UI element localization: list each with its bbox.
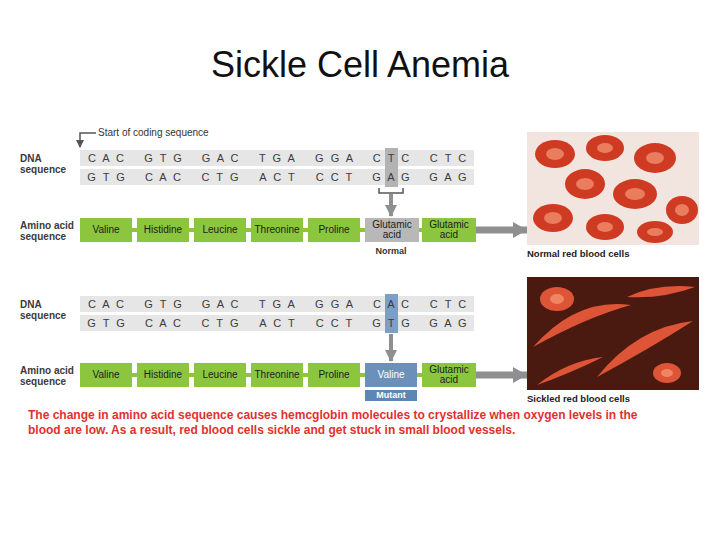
amino-acid-name: Glutamic acid <box>424 220 474 240</box>
state-label: Normal <box>365 246 417 257</box>
row-label: DNA sequence <box>20 153 72 175</box>
amino-acid-name: Histidine <box>144 370 182 380</box>
amino-acid-box: Histidine <box>137 363 189 387</box>
codon: A C T <box>253 169 301 185</box>
codon: G A G <box>424 315 472 331</box>
amino-acid-name: Glutamic acid <box>424 365 474 385</box>
codon: G A C <box>196 296 244 312</box>
codon: T G A <box>253 150 301 166</box>
sickled-cells-photo <box>527 277 699 390</box>
amino-acid-box: Threonine <box>251 363 303 387</box>
dna-strand-band <box>80 296 474 312</box>
codon: C A C <box>82 150 130 166</box>
codon: C A C <box>139 169 187 185</box>
photo-frame: Sickled red blood cells <box>527 277 699 407</box>
row-label: Amino acid sequence <box>20 220 80 242</box>
codon: C A C <box>367 296 415 312</box>
photo-frame: Normal red blood cells <box>527 132 699 262</box>
amino-acid-box: Threonine <box>251 218 303 242</box>
page-title: Sickle Cell Anemia <box>0 44 720 86</box>
codon: G G A <box>310 150 358 166</box>
down-arrow <box>389 194 393 216</box>
amino-acid-box: Glutamic acid <box>422 363 476 387</box>
codon-bracket <box>379 188 403 193</box>
amino-acid-box: Proline <box>308 363 360 387</box>
amino-acid-name: Proline <box>318 225 349 235</box>
amino-acid-name: Threonine <box>254 370 299 380</box>
codon: C A C <box>82 296 130 312</box>
state-label: Mutant <box>365 390 417 401</box>
photo-caption: Sickled red blood cells <box>527 277 699 404</box>
dna-strand-band <box>80 150 474 166</box>
amino-acid-box: Glutamic acid <box>422 218 476 242</box>
amino-acid-name: Glutamic acid <box>367 220 417 240</box>
codon: C A C <box>139 315 187 331</box>
codon: G T G <box>367 315 415 331</box>
amino-acid-box: Glutamic acid <box>365 218 419 242</box>
codon: T G A <box>253 296 301 312</box>
amino-acid-name: Valine <box>377 370 404 380</box>
amino-acid-name: Proline <box>318 370 349 380</box>
photo-caption: Normal red blood cells <box>527 132 699 259</box>
amino-acid-box: Valine <box>80 218 132 242</box>
amino-acid-box: Leucine <box>194 218 246 242</box>
amino-acid-box: Leucine <box>194 363 246 387</box>
amino-acid-box: Proline <box>308 218 360 242</box>
down-arrow <box>389 334 393 361</box>
codon: G T G <box>139 150 187 166</box>
codon: C T C <box>367 150 415 166</box>
amino-acid-name: Leucine <box>202 225 237 235</box>
codon: G T G <box>82 169 130 185</box>
row-label: DNA sequence <box>20 299 72 321</box>
red-caption: The change in amino acid sequence causes… <box>28 408 668 438</box>
result-arrow <box>476 372 527 379</box>
codon: G A C <box>196 150 244 166</box>
codon: G T G <box>82 315 130 331</box>
codon: G T G <box>139 296 187 312</box>
note-label: Start of coding sequence <box>98 127 258 139</box>
amino-acid-name: Valine <box>92 225 119 235</box>
amino-acid-name: Valine <box>92 370 119 380</box>
codon: G A G <box>424 169 472 185</box>
amino-acid-name: Histidine <box>144 225 182 235</box>
codon: G G A <box>310 296 358 312</box>
amino-acid-name: Leucine <box>202 370 237 380</box>
codon: C T G <box>196 169 244 185</box>
codon: C T C <box>424 296 472 312</box>
dna-strand-band <box>80 315 474 331</box>
codon: G A G <box>367 169 415 185</box>
amino-acid-name: Threonine <box>254 225 299 235</box>
codon: C C T <box>310 169 358 185</box>
codon: C C T <box>310 315 358 331</box>
normal-cells-photo <box>527 132 699 245</box>
amino-acid-box: Valine <box>80 363 132 387</box>
dna-strand-band <box>80 169 474 185</box>
codon: A C T <box>253 315 301 331</box>
codon: C T C <box>424 150 472 166</box>
result-arrow <box>476 227 527 234</box>
start-arrow <box>80 133 96 147</box>
amino-acid-box: Valine <box>365 363 417 387</box>
codon: C T G <box>196 315 244 331</box>
amino-acid-box: Histidine <box>137 218 189 242</box>
row-label: Amino acid sequence <box>20 365 80 387</box>
